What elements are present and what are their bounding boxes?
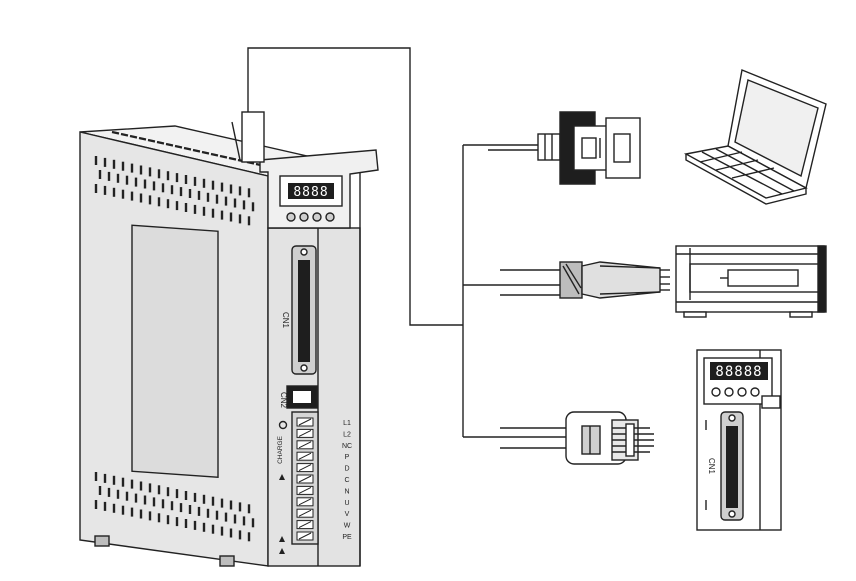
terminal-label: C — [344, 477, 349, 484]
vent-slot — [174, 144, 183, 149]
drive-foot — [94, 535, 110, 547]
terminal-screw-slot — [298, 521, 312, 529]
servo-drive-icon: 88888 CN1 — [696, 349, 782, 531]
drive-key-button — [286, 212, 296, 222]
terminal-label: N — [344, 488, 349, 495]
drive-key-button — [312, 212, 322, 222]
side-label-panel — [131, 224, 219, 478]
db9-connector-icon — [537, 111, 641, 185]
warning-icon — [279, 536, 285, 542]
warning-icon — [279, 548, 285, 554]
cable-routing — [247, 47, 566, 449]
terminal-screw-slot — [298, 441, 312, 449]
side-vents-lower — [94, 472, 255, 542]
drive-key-button — [325, 212, 335, 222]
cn1-screw — [300, 364, 308, 372]
cable-plug — [241, 111, 265, 163]
laptop-icon — [683, 69, 827, 205]
terminal-screw-slot — [298, 486, 312, 494]
side-cn1-label: CN1 — [707, 458, 716, 475]
terminal-label: P — [345, 454, 350, 461]
vent-slot — [228, 156, 237, 161]
charge-label: CHARGE — [277, 435, 284, 463]
vent-slot — [165, 142, 174, 147]
terminal-screw-slot — [298, 429, 312, 437]
terminal-screw-slot — [298, 418, 312, 426]
vent-slot — [129, 134, 138, 139]
vent-slot — [192, 148, 201, 153]
terminal-label: D — [344, 466, 349, 473]
vent-slot — [138, 136, 147, 141]
terminal-label: U — [344, 500, 349, 507]
charge-lamp-icon — [278, 420, 288, 430]
terminal-label: V — [345, 511, 350, 518]
vent-slot — [156, 140, 165, 145]
cn1-screw — [300, 248, 308, 256]
warning-icon — [279, 474, 285, 480]
vent-slot — [111, 130, 120, 135]
vent-slot — [201, 150, 210, 155]
terminal-screw-slot — [298, 509, 312, 517]
vent-slot — [147, 138, 156, 143]
terminal-label: L2 — [343, 431, 351, 438]
terminal-label: NC — [342, 443, 352, 450]
terminal-screw-slot — [298, 452, 312, 460]
drive-keypad — [286, 212, 335, 222]
rj45-connector-icon — [565, 411, 654, 465]
terminal-screw-slot — [298, 532, 312, 540]
drive-foot — [219, 555, 235, 567]
side-drive-display-digits: 88888 — [715, 364, 762, 380]
terminal-screw-slot — [298, 464, 312, 472]
usb-cable-icon — [559, 261, 670, 299]
terminal-label: W — [344, 523, 351, 530]
drive-key-button — [299, 212, 309, 222]
vent-slot — [120, 132, 129, 137]
terminal-label: L1 — [343, 420, 351, 427]
cn2-socket — [293, 391, 311, 403]
side-vents-upper — [94, 156, 255, 226]
cn1-pin-field — [298, 260, 310, 362]
terminal-screws — [296, 417, 314, 541]
vent-slot — [183, 146, 192, 151]
cn2-label: CN2 — [279, 392, 288, 409]
vent-slot — [219, 154, 228, 159]
terminal-screw-slot — [298, 498, 312, 506]
cn1-label: CN1 — [281, 312, 290, 329]
vent-slot — [210, 152, 219, 157]
terminal-screw-slot — [298, 475, 312, 483]
drive-display — [288, 183, 334, 199]
controller-module-icon — [675, 245, 827, 318]
drive-display-digits: 8888 — [293, 185, 328, 200]
terminal-label: PE — [342, 534, 352, 541]
